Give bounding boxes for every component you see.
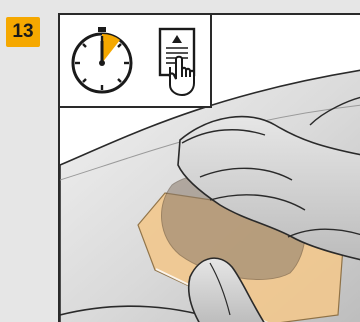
- clock-icon: [68, 25, 136, 97]
- illustration-panel: [58, 13, 360, 322]
- step-icons-box: [60, 15, 212, 108]
- read-instructions-icon: [156, 27, 200, 97]
- step-number-badge: 13: [6, 17, 40, 47]
